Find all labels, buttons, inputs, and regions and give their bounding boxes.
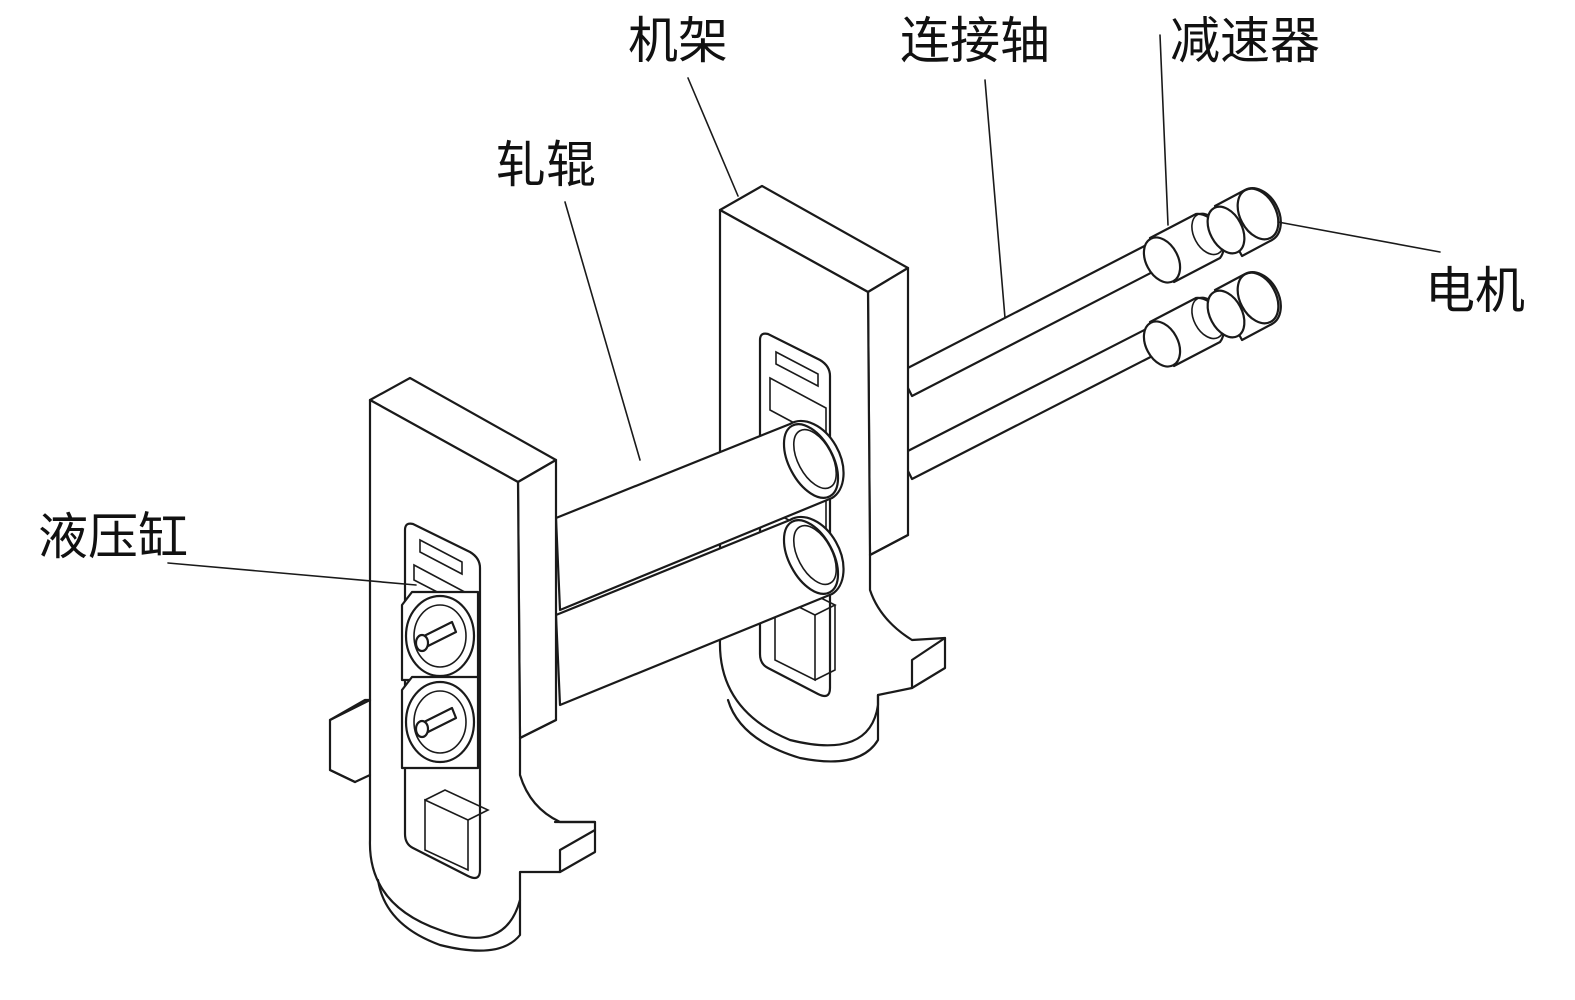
lower-roller — [554, 515, 845, 707]
reducer-leader-line — [1159, 34, 1169, 226]
hydraulic-cylinder-leader-line — [167, 562, 417, 586]
connecting-shaft-label: 连接轴 — [900, 12, 1050, 70]
upper-roller — [554, 419, 845, 612]
rollers — [554, 419, 845, 707]
motors — [1206, 187, 1282, 342]
frame-leader-line — [687, 77, 739, 197]
hydraulic-cylinder-label: 液压缸 — [38, 508, 188, 566]
hydraulic-cylinders — [400, 590, 480, 770]
lower-motor — [1206, 271, 1282, 342]
frame-label: 机架 — [628, 12, 728, 70]
motor-leader-line — [1277, 221, 1441, 253]
lower-hydraulic-cylinder — [400, 675, 480, 770]
leader-lines — [167, 34, 1441, 586]
labels: 机架 连接轴 减速器 轧辊 电机 液压缸 — [38, 12, 1525, 566]
upper-motor — [1206, 187, 1282, 258]
roller-label: 轧辊 — [496, 136, 596, 194]
motor-label: 电机 — [1425, 262, 1525, 320]
lower-connecting-shaft — [898, 320, 1174, 481]
reducers — [1142, 212, 1225, 368]
upper-connecting-shaft — [898, 236, 1174, 398]
connecting-shafts — [898, 236, 1174, 481]
lower-reducer — [1142, 296, 1225, 368]
connecting-shaft-leader-line — [984, 79, 1006, 319]
upper-hydraulic-cylinder — [400, 590, 480, 682]
reducer-label: 减速器 — [1170, 12, 1320, 70]
roller-leader-line — [564, 201, 641, 461]
